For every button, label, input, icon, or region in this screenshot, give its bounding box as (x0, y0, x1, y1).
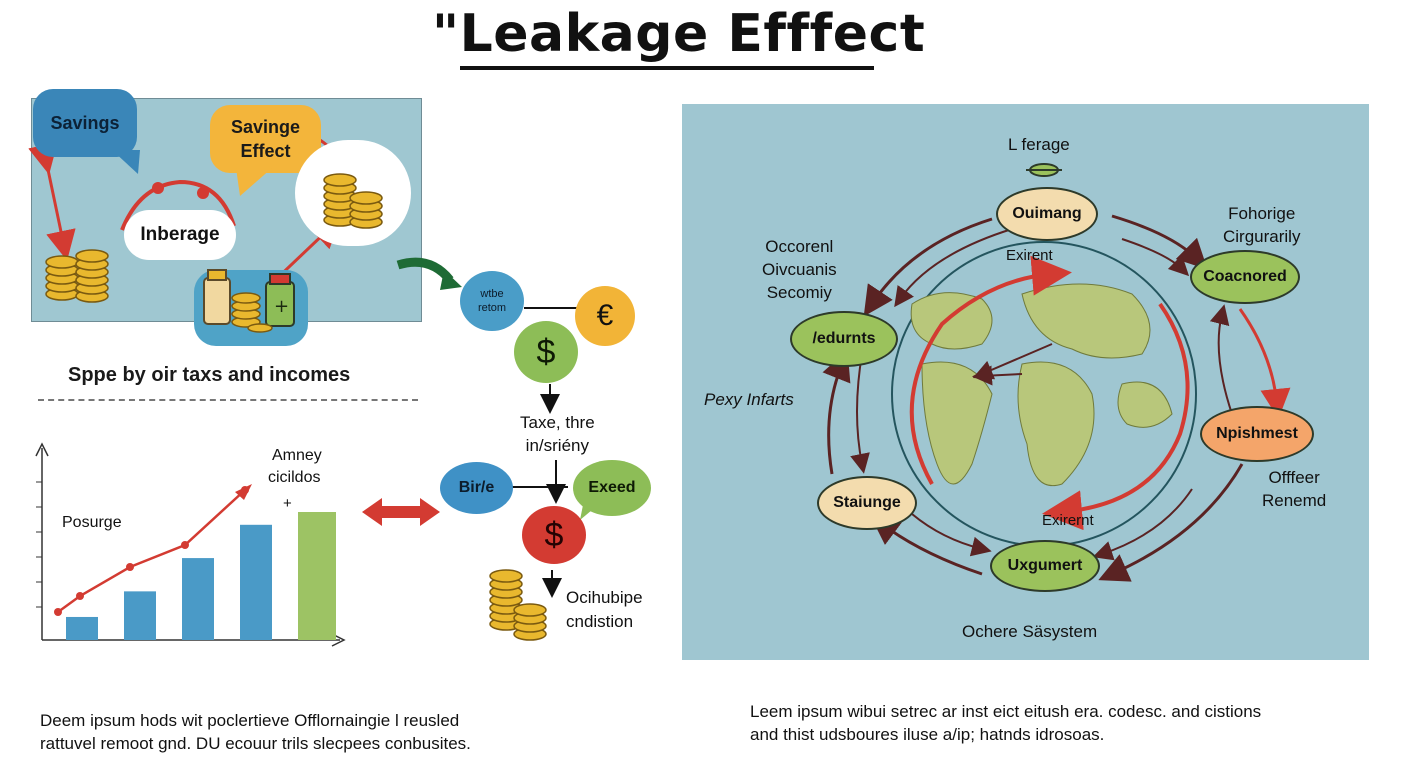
chart-plus-mark: + (283, 495, 292, 512)
exirent-bottom-label: Exirernt (1042, 512, 1094, 529)
saving-effect-bubble: Savinge Effect (210, 105, 321, 173)
node-edurnts: /edurnts (790, 311, 898, 367)
occorenl-line3: Secomiy (766, 283, 832, 302)
taxe-label: Taxe, thre in/sriény (520, 413, 595, 456)
exeed-bubble-tail (580, 500, 604, 520)
savings-caption: Sppe by oir taxs and incomes (68, 364, 351, 386)
chart-label-posurge: Posurge (62, 514, 122, 531)
ocihubipe-label: Ocihubipe cndistion (566, 588, 643, 632)
euro-icon: € (575, 286, 635, 346)
occorenl-line2: Oivcuanis (762, 260, 837, 279)
coin-stack-icon (323, 173, 383, 229)
chart-trend-dot (126, 563, 134, 571)
coin-stack-icon (45, 249, 109, 303)
chart-bar (182, 558, 214, 640)
pexy-infarts-label: Pexy Infarts (704, 390, 794, 409)
chart-trend-dot (54, 608, 62, 616)
footer-left-line1: Deem ipsum hods wit poclertieve Offlorna… (40, 711, 460, 730)
footer-left-text: Deem ipsum hods wit poclertieve Offlorna… (40, 709, 471, 755)
l-ferage-label: L ferage (1008, 135, 1070, 154)
chart-label-amney: Amney (272, 447, 322, 464)
wtbe-circle: wtbe retom (460, 271, 524, 331)
offfeer-label: Offfeer Renemd (1262, 468, 1326, 511)
jar-icon: + (203, 269, 295, 333)
page-title: "Leakage Efffect (432, 4, 926, 64)
node-coacnored: Coacnored (1190, 250, 1300, 304)
chart-bar (124, 591, 156, 640)
fohorige-line1: Fohorige (1228, 204, 1296, 223)
title-underline (460, 66, 874, 70)
birle-circle: Bir/e (440, 462, 513, 514)
chart-bar (66, 616, 98, 640)
saving-effect-bubble-tail (236, 168, 272, 196)
node-npishmest: Npishmest (1200, 406, 1314, 462)
chart-bar (240, 524, 272, 640)
node-ouimang: Ouimang (996, 187, 1098, 241)
ocihubipe-line1: Ocihubipe (566, 588, 643, 607)
saving-effect-line1: Savinge (230, 117, 301, 137)
chart-trend-dot (76, 592, 84, 600)
dollar-green-icon: $ (514, 321, 578, 383)
savings-bubble-tail (112, 150, 140, 174)
node-uxgumert: Uxgumert (990, 540, 1100, 592)
savings-bubble: Savings (33, 89, 137, 157)
occorenl-label: Occorenl Oivcuanis Secomiy (762, 237, 837, 303)
exirent-top-label: Exirent (1006, 247, 1053, 264)
footer-right-line1: Leem ipsum wibui setrec ar inst eict eit… (750, 702, 1262, 721)
dollar-red-icon: $ (522, 506, 586, 564)
offfeer-line2: Renemd (1262, 491, 1327, 510)
inberage-bubble: Inberage (124, 210, 236, 260)
wtbe-line2: retom (477, 302, 507, 314)
flow-arrows (362, 307, 580, 598)
ecosystem-caption: Ochere Säsystem (962, 622, 1098, 641)
section-divider (38, 399, 418, 401)
taxe-line2: in/sriény (525, 436, 589, 455)
chart-bar (298, 512, 336, 640)
occorenl-line1: Occorenl (765, 237, 834, 256)
node-staiunge: Staiunge (817, 476, 917, 530)
footer-right-text: Leem ipsum wibui setrec ar inst eict eit… (750, 700, 1261, 746)
wtbe-line1: wtbe (480, 288, 504, 300)
chart-trend-dot (181, 541, 189, 549)
footer-left-line2: rattuvel remoot gnd. DU ecouur trils sle… (40, 734, 471, 753)
svg-text:+: + (274, 296, 289, 317)
ocihubipe-line2: cndistion (566, 612, 634, 631)
growth-chart (35, 442, 346, 647)
fohorige-label: Fohorige Cirgurarily (1223, 204, 1300, 247)
fohorige-line2: Cirgurarily (1223, 227, 1301, 246)
taxe-line1: Taxe, thre (520, 413, 595, 432)
offfeer-line1: Offfeer (1268, 468, 1320, 487)
chart-label-cicildos: cicildos (268, 469, 321, 486)
chart-trend-arrowhead (235, 484, 252, 500)
footer-right-line2: and thist udsboures iluse a/ip; hatnds i… (750, 725, 1105, 744)
coin-stack-icon (489, 569, 547, 641)
saving-effect-line2: Effect (240, 141, 291, 161)
